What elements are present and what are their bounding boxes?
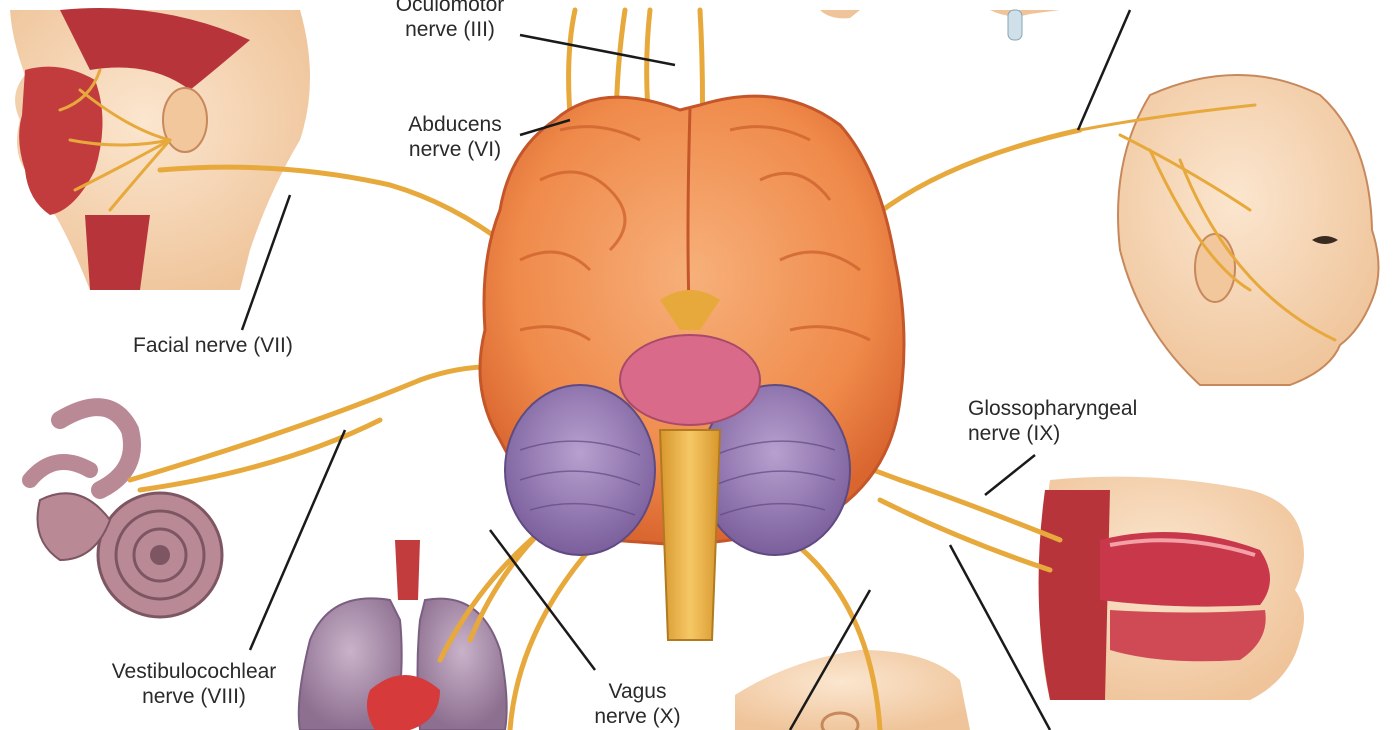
vagus-nerve-label: Vagus nerve (X) [575,679,700,729]
abducens-nerve-label: Abducens nerve (VI) [390,112,520,162]
vestibulocochlear-nerve-label: Vestibulocochlear nerve (VIII) [88,659,300,709]
partial-figure-top-right [990,10,1060,40]
facial-nerve-label: Facial nerve (VII) [133,333,293,358]
partial-figure-top [820,10,860,18]
oculomotor-nerve-label: Oculomotor nerve (III) [375,0,525,42]
brain-image [480,96,904,640]
mouth-tongue-image [1039,477,1304,700]
lungs-heart-image [299,540,507,730]
glossopharyngeal-nerve-label: Glossopharyngeal nerve (IX) [968,396,1137,446]
sensory-face-head-image [1080,75,1379,385]
partial-figure-bottom [735,650,970,730]
inner-ear-image [30,407,222,617]
facial-muscle-head-image [10,8,310,290]
